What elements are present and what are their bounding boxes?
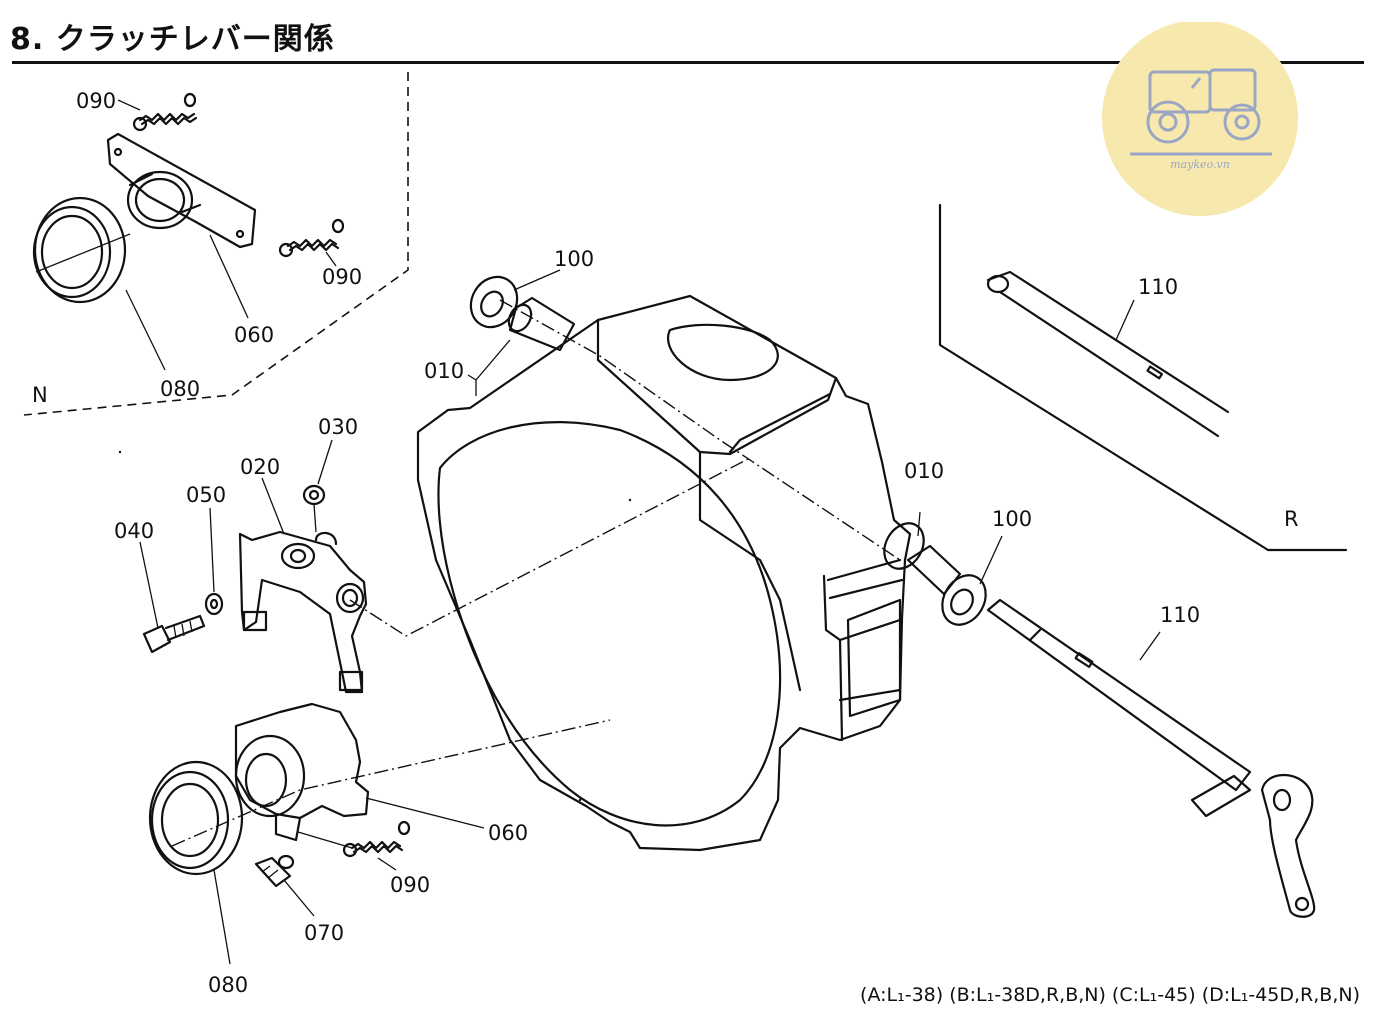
spring-090-inset-top bbox=[132, 92, 198, 132]
inset-n-border bbox=[23, 72, 409, 416]
label-100-right: 100 bbox=[992, 507, 1032, 531]
washer-050 bbox=[204, 592, 224, 616]
spring-090-inset-right bbox=[278, 218, 345, 258]
tractor-icon bbox=[1130, 68, 1272, 156]
bushing-010-top bbox=[507, 296, 576, 352]
label-090-inset-right: 090 bbox=[322, 265, 362, 289]
bushing-010-right bbox=[883, 522, 962, 596]
label-090-inset-top: 090 bbox=[76, 89, 116, 113]
label-100-top: 100 bbox=[554, 247, 594, 271]
oil-seal-100-right bbox=[941, 574, 987, 626]
release-bearing-080-main bbox=[148, 760, 244, 876]
label-010-top: 010 bbox=[424, 359, 464, 383]
label-080-inset: 080 bbox=[160, 377, 200, 401]
model-footnote: (A:L₁-38) (B:L₁-38D,R,B,N) (C:L₁-45) (D:… bbox=[860, 984, 1360, 1006]
page-title: 8. クラッチレバー関係 bbox=[10, 22, 335, 57]
label-090-main: 090 bbox=[390, 873, 430, 897]
title-rule bbox=[12, 61, 1364, 64]
label-r: R bbox=[1284, 507, 1299, 531]
label-n: N bbox=[32, 383, 48, 407]
release-hub-060-inset bbox=[106, 132, 257, 249]
spring-090-main bbox=[297, 820, 411, 858]
label-010-right: 010 bbox=[904, 459, 944, 483]
clutch-fork-020 bbox=[238, 530, 368, 694]
label-020: 020 bbox=[240, 455, 280, 479]
washer-030 bbox=[302, 484, 326, 533]
clutch-housing bbox=[416, 294, 912, 852]
shaft-110-main bbox=[986, 598, 1316, 918]
watermark-logo: maykeo.vn bbox=[1102, 22, 1298, 216]
oil-seal-100-top bbox=[469, 275, 519, 329]
watermark-text: maykeo.vn bbox=[1170, 158, 1230, 171]
label-060-main: 060 bbox=[488, 821, 528, 845]
nipple-070 bbox=[254, 854, 295, 888]
label-080-main: 080 bbox=[208, 973, 248, 997]
label-050: 050 bbox=[186, 483, 226, 507]
label-110-inset: 110 bbox=[1138, 275, 1178, 299]
shaft-110-inset bbox=[986, 270, 1230, 438]
label-110-main: 110 bbox=[1160, 603, 1200, 627]
label-060-inset: 060 bbox=[234, 323, 274, 347]
bolt-040 bbox=[142, 614, 206, 654]
inset-r-border bbox=[938, 203, 1348, 552]
release-hub-060-main bbox=[234, 702, 370, 842]
release-bearing-080-inset bbox=[32, 196, 166, 371]
bearing-axis bbox=[171, 719, 611, 847]
fork-axis bbox=[349, 457, 751, 637]
label-030: 030 bbox=[318, 415, 358, 439]
label-040: 040 bbox=[114, 519, 154, 543]
label-070: 070 bbox=[304, 921, 344, 945]
